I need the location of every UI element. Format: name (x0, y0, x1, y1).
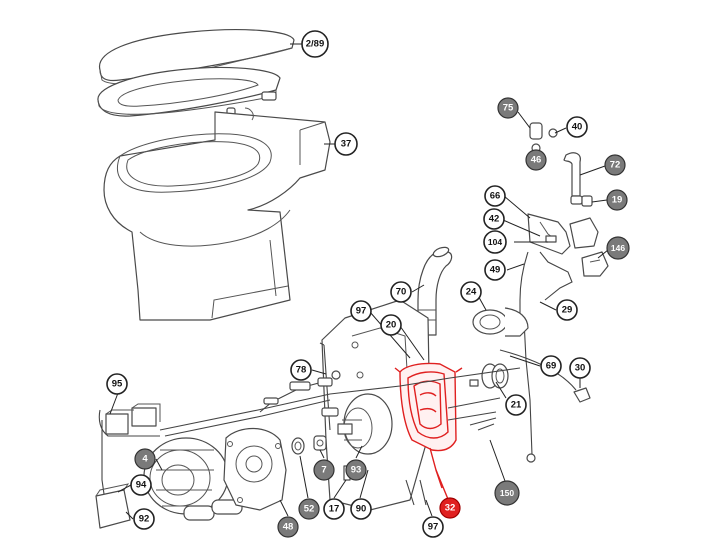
discharge-elbow[interactable] (417, 246, 453, 336)
toilet-seat[interactable] (97, 66, 281, 117)
callout-94[interactable]: 94 (130, 474, 152, 496)
pump-housing[interactable] (223, 427, 287, 511)
callout-label: 7 (321, 465, 326, 476)
callout-150[interactable]: 150 (494, 480, 520, 506)
callout-29[interactable]: 29 (556, 299, 578, 321)
callout-75[interactable]: 75 (497, 97, 519, 119)
callout-69[interactable]: 69 (540, 355, 562, 377)
callout-label: 42 (489, 214, 500, 225)
callout-label: 95 (112, 379, 123, 390)
callout-label: 97 (428, 522, 439, 533)
callout-label: 97 (356, 306, 367, 317)
callout-label: 37 (341, 139, 352, 150)
callout-label: 72 (610, 160, 621, 171)
callout-37[interactable]: 37 (334, 132, 358, 156)
callout-label: 19 (612, 195, 623, 206)
ring-seals[interactable] (481, 363, 509, 389)
callout-30[interactable]: 30 (569, 357, 591, 379)
callout-92[interactable]: 92 (133, 508, 155, 530)
callout-label: 94 (136, 480, 147, 491)
callout-46[interactable]: 46 (525, 149, 547, 171)
callout-7[interactable]: 7 (313, 459, 335, 481)
callout-42[interactable]: 42 (483, 208, 505, 230)
callout-48[interactable]: 48 (277, 516, 299, 538)
callout-label: 30 (575, 363, 586, 374)
callout-52[interactable]: 52 (298, 498, 320, 520)
callout-70[interactable]: 70 (390, 281, 412, 303)
coupling[interactable] (313, 435, 327, 451)
callout-95[interactable]: 95 (106, 373, 128, 395)
callout-78[interactable]: 78 (290, 359, 312, 381)
callout-label: 70 (396, 287, 407, 298)
control-box[interactable] (95, 483, 131, 529)
callout-20[interactable]: 20 (380, 314, 402, 336)
callout-146[interactable]: 146 (606, 236, 630, 260)
relay-boxes[interactable] (105, 403, 161, 435)
flange-ring[interactable] (472, 307, 529, 337)
washer[interactable] (291, 437, 305, 455)
callout-label: 69 (546, 361, 557, 372)
callout-19[interactable]: 19 (606, 189, 628, 211)
callout-90[interactable]: 90 (350, 498, 372, 520)
callout-97-upper[interactable]: 97 (350, 300, 372, 322)
callout-label: 40 (572, 122, 583, 133)
callout-label: 46 (531, 155, 542, 166)
callout-66[interactable]: 66 (484, 185, 506, 207)
callout-104[interactable]: 104 (483, 230, 507, 254)
callout-2-89[interactable]: 2/89 (301, 30, 329, 58)
callout-label: 24 (466, 287, 477, 298)
callout-label: 52 (304, 504, 315, 515)
callout-40[interactable]: 40 (566, 116, 588, 138)
valve-body[interactable] (527, 213, 599, 255)
callout-32-highlighted[interactable]: 32 (439, 497, 461, 519)
callout-label: 150 (500, 488, 514, 498)
callout-label: 21 (511, 400, 522, 411)
hose-fittings[interactable] (529, 122, 593, 207)
callout-21[interactable]: 21 (505, 394, 527, 416)
impeller[interactable] (337, 393, 393, 455)
callout-label: 104 (488, 237, 502, 247)
callout-label: 90 (356, 504, 367, 515)
callout-label: 75 (503, 103, 514, 114)
callout-label: 4 (142, 454, 148, 465)
callout-label: 146 (611, 243, 625, 253)
fuse-holders[interactable] (263, 370, 341, 417)
callout-label: 93 (351, 465, 362, 476)
callout-24[interactable]: 24 (460, 281, 482, 303)
callout-93[interactable]: 93 (345, 459, 367, 481)
callout-49[interactable]: 49 (484, 259, 506, 281)
solenoid-valve[interactable] (581, 251, 609, 277)
callout-label: 2/89 (306, 39, 325, 50)
callout-4[interactable]: 4 (134, 448, 156, 470)
callout-label: 17 (329, 504, 340, 515)
macerator-housing-highlighted[interactable] (394, 362, 463, 489)
callout-label: 66 (490, 191, 501, 202)
callout-label: 29 (562, 305, 573, 316)
callout-97-lower[interactable]: 97 (422, 516, 444, 538)
water-tubes (519, 251, 573, 463)
callout-17[interactable]: 17 (323, 498, 345, 520)
callout-label: 49 (490, 265, 501, 276)
callout-label: 20 (386, 320, 397, 331)
callout-label: 32 (445, 503, 456, 514)
callout-label: 92 (139, 514, 150, 525)
callout-label: 78 (296, 365, 307, 376)
callout-72[interactable]: 72 (604, 154, 626, 176)
callout-label: 48 (283, 522, 294, 533)
toilet-bowl[interactable] (103, 107, 331, 321)
